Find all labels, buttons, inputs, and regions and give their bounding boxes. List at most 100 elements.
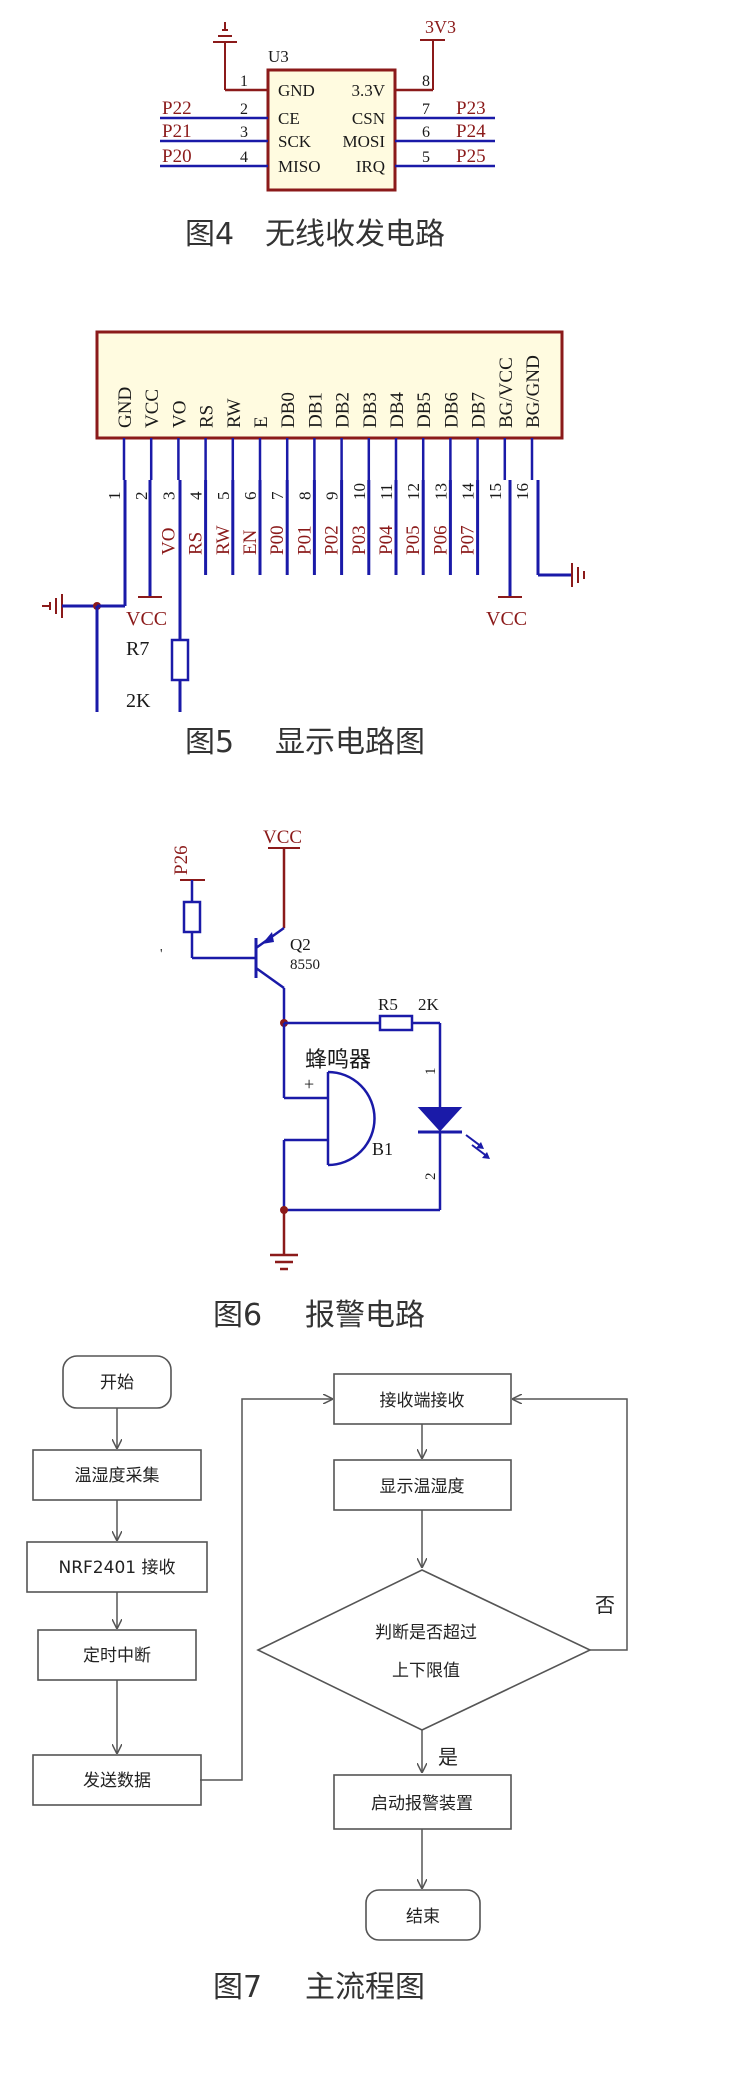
left-pin-number: 3 [240, 124, 248, 141]
lcd-pin-number: 16 [513, 483, 532, 500]
lcd-pin-name: DB2 [333, 392, 354, 428]
figure-5-caption-num: 图5 [185, 725, 234, 760]
lcd-pin-net: P04 [376, 525, 397, 555]
lcd-pin-name: DB6 [441, 392, 462, 428]
lcd-pin-name: VCC [142, 389, 163, 428]
lcd-pin-number: 1 [105, 492, 124, 501]
receive-label: 接收端接收 [380, 1391, 465, 1411]
lcd-pin-number: 3 [159, 492, 178, 501]
right-pin-name: MOSI [342, 132, 385, 151]
power-label-3v3: 3V3 [425, 17, 456, 37]
right-pin-net: P25 [456, 146, 486, 167]
vcc-label: VCC [263, 827, 302, 848]
right-pin-name: CSN [352, 109, 385, 128]
lcd-pin-number: 13 [431, 483, 450, 500]
lcd-pin-net: EN [240, 529, 261, 555]
left-pin-number: 2 [240, 101, 248, 118]
led-pin-1: 1 [423, 1068, 439, 1076]
transistor-part: 8550 [290, 957, 320, 973]
lcd-pin-name: DB3 [360, 392, 381, 428]
lcd-pin-number: 4 [187, 491, 206, 500]
lcd-pin-number: 12 [404, 483, 423, 500]
lcd-pin-number: 8 [295, 492, 314, 501]
ground-symbol [213, 22, 237, 43]
figure-5-display-circuit: GND1VCC2VO3VORS4RSRW5RWE6ENDB07P00DB18P0… [42, 330, 585, 760]
resistor-r5-ref: R5 [378, 995, 398, 1014]
flow-step-label: 温湿度采集 [75, 1466, 160, 1486]
lcd-pin-net: P02 [322, 525, 343, 555]
label-yes: 是 [438, 1745, 458, 1769]
lcd-module-body [95, 330, 564, 440]
led-diode [417, 1107, 490, 1159]
lcd-pin-number: 10 [350, 483, 369, 500]
resistor-r7-value: 2K [126, 690, 151, 712]
receive-box: 接收端接收 [333, 1373, 512, 1425]
base-resistor [182, 900, 202, 934]
figure-7-caption-text: 主流程图 [305, 1970, 425, 2005]
lcd-pins: GND1VCC2VO3VORS4RSRW5RWE6ENDB07P00DB18P0… [105, 355, 544, 575]
lcd-pin-net: P00 [267, 525, 288, 555]
buzzer-plus: + [304, 1074, 314, 1094]
lcd-pin-name: DB5 [414, 392, 435, 428]
lcd-pin-name: BG/GND [523, 355, 544, 428]
left-pin-net: P20 [162, 146, 192, 167]
right-pin-name: IRQ [356, 157, 385, 176]
right-pin-number: 5 [422, 149, 430, 166]
right-pin-net: P23 [456, 98, 486, 119]
connector-send-to-receive [200, 1399, 332, 1781]
start-terminator: 开始 [62, 1355, 172, 1409]
transistor-q2 [254, 926, 285, 990]
right-pin-net: P24 [456, 121, 486, 142]
buzzer-b1 [326, 1070, 376, 1167]
buzzer-label: 蜂鸣器 [305, 1048, 371, 1073]
led-pin-2: 2 [423, 1173, 439, 1181]
lcd-pin-number: 15 [486, 483, 505, 500]
label-no: 否 [595, 1593, 615, 1617]
right-pin-number: 7 [422, 101, 430, 118]
ground-symbol [270, 1253, 298, 1271]
figure-7-caption-num: 图7 [213, 1970, 262, 2005]
left-pin-number: 4 [240, 149, 248, 166]
figure-4-caption-text: 无线收发电路 [265, 217, 445, 252]
process-box: 发送数据 [32, 1754, 202, 1806]
left-pin-name: MISO [278, 157, 321, 176]
lcd-pin-name: RS [197, 405, 218, 428]
lcd-pin-net: RW [213, 525, 234, 555]
process-box: 温湿度采集 [32, 1449, 202, 1501]
lcd-pin-number: 6 [241, 492, 260, 501]
display-box: 显示温湿度 [333, 1459, 512, 1511]
nrf-chip-body [266, 68, 397, 192]
decision-line-1: 判断是否超过 [375, 1623, 477, 1643]
lcd-pin-net: P05 [403, 525, 424, 555]
lcd-pin-net: VO [158, 528, 179, 555]
alarm-box: 启动报警装置 [333, 1774, 512, 1830]
chip-ref: U3 [268, 47, 289, 66]
figure-5-caption-text: 显示电路图 [275, 725, 425, 760]
lcd-pin-number: 11 [377, 484, 396, 500]
lcd-pin-number: 14 [459, 483, 478, 501]
right-pin-name: 3.3V [351, 81, 385, 100]
ground-symbol-left [42, 594, 63, 618]
figure-6-caption-text: 报警电路 [305, 1298, 425, 1333]
lcd-pin-name: DB1 [305, 392, 326, 428]
lcd-pin-name: RW [224, 398, 245, 428]
input-net-p26: P26 [171, 845, 192, 875]
lcd-pin-name: VO [169, 401, 190, 428]
flow-step-label: NRF2401 接收 [59, 1558, 176, 1578]
left-pin-net: P21 [162, 121, 192, 142]
buzzer-ref: B1 [372, 1139, 393, 1159]
flow-step-label: 发送数据 [83, 1771, 151, 1791]
decision-diamond: 判断是否超过 上下限值 [256, 1569, 592, 1731]
lcd-pin-name: DB7 [469, 392, 490, 428]
display-label: 显示温湿度 [380, 1477, 465, 1497]
figure-4-caption-num: 图4 [185, 217, 234, 252]
flow-step-label: 开始 [100, 1373, 134, 1393]
flow-step-label: 定时中断 [83, 1646, 151, 1666]
alarm-label: 启动报警装置 [371, 1794, 473, 1814]
lcd-pin-net: RS [186, 532, 207, 555]
lcd-pin-net: P01 [294, 525, 315, 555]
